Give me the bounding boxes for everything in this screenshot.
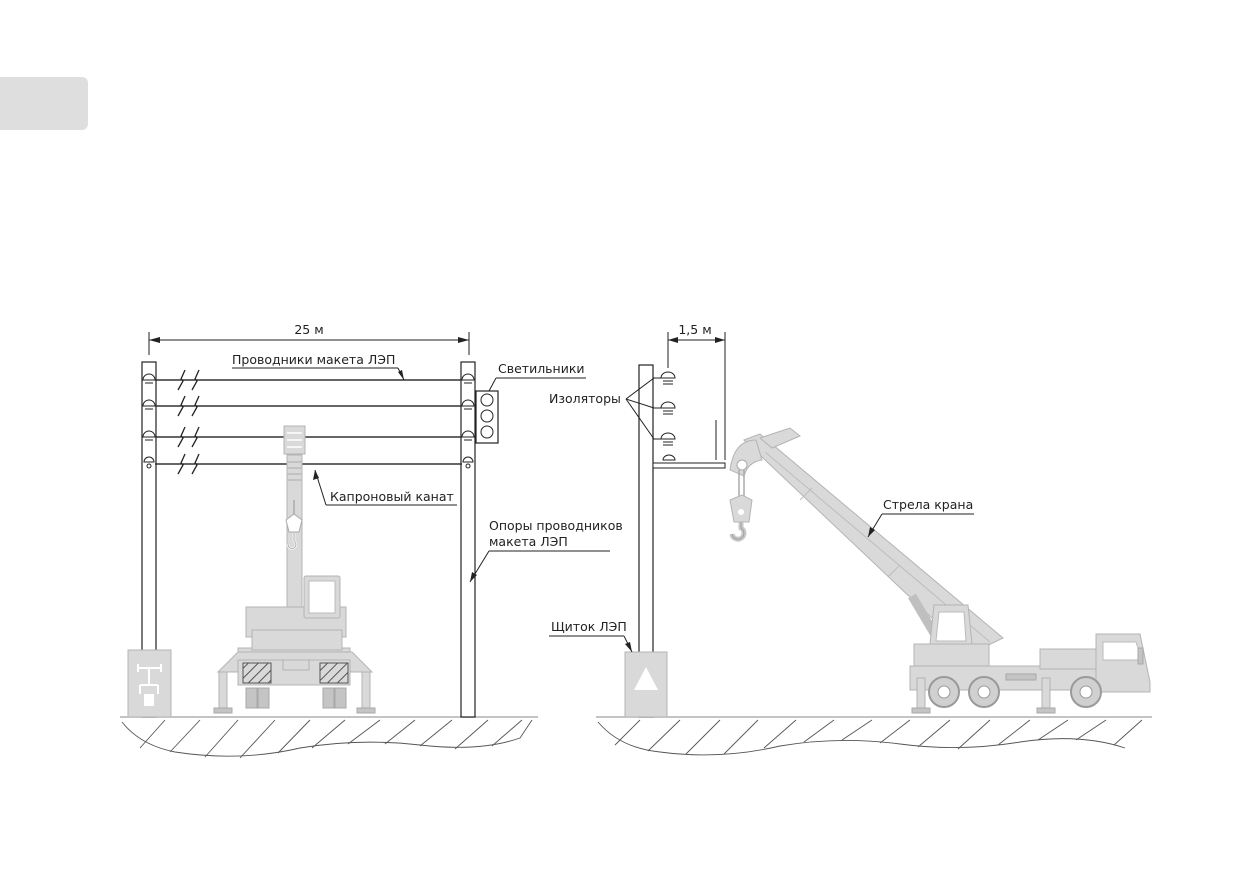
warning-triangle-icon: [634, 667, 658, 690]
lamp-icon: [480, 393, 494, 407]
insulators-callout: Изоляторы: [549, 377, 655, 440]
rope-callout: Капроновый канат: [313, 469, 457, 506]
conductor-wires: [155, 379, 462, 465]
left-pole-insulators: [142, 373, 156, 469]
pole-insulators: [652, 371, 726, 469]
supports-label-line2: макета ЛЭП: [489, 534, 568, 549]
crane-rear-view: [213, 425, 376, 714]
page-tab: [0, 77, 88, 130]
right-support-pole: [460, 361, 476, 718]
switch-schematic-icon: [137, 664, 162, 706]
wire-break-marks: [177, 369, 200, 475]
right-power-panel: [624, 651, 668, 718]
clearance-dimension: 1,5 м: [667, 322, 726, 460]
left-scene: 25 м: [120, 322, 623, 759]
panel-callout: Щиток ЛЭП: [549, 619, 633, 653]
crane-boom-label: Стрела крана: [883, 497, 973, 512]
span-dimension: 25 м: [148, 322, 470, 355]
conductors-label: Проводники макета ЛЭП: [232, 352, 395, 367]
nylon-rope-label: Капроновый канат: [330, 489, 454, 504]
left-ground: [120, 716, 538, 759]
truck-crane-side-view: [729, 427, 1151, 714]
lamps-label: Светильники: [498, 361, 585, 376]
boom-callout: Стрела крана: [867, 497, 974, 538]
lamps-callout: Светильники: [488, 361, 586, 392]
right-pole-insulators: [461, 373, 475, 469]
lamp-icon: [480, 425, 494, 439]
lamps-unit: [475, 390, 499, 444]
left-power-panel: [127, 649, 172, 718]
power-panel-label: Щиток ЛЭП: [551, 619, 627, 634]
conductors-callout: Проводники макета ЛЭП: [232, 352, 405, 381]
span-distance-label: 25 м: [294, 322, 323, 337]
right-ground: [596, 716, 1152, 756]
right-scene: 1,5 м Изоляторы Щиток ЛЭП: [549, 322, 1152, 756]
insulators-label: Изоляторы: [549, 391, 621, 406]
lamp-icon: [480, 409, 494, 423]
supports-callout: Опоры проводников макета ЛЭП: [469, 518, 623, 583]
clearance-distance-label: 1,5 м: [678, 322, 711, 337]
supports-label-line1: Опоры проводников: [489, 518, 623, 533]
